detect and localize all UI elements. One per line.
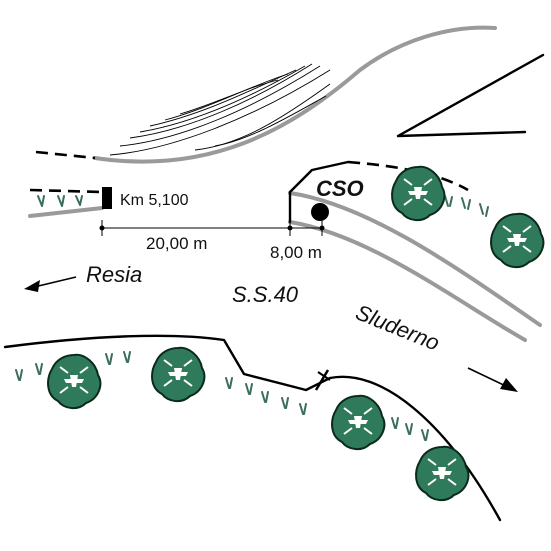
sluderno-label: Sluderno: [352, 299, 443, 355]
direction-arrow-icon: [24, 276, 77, 292]
shrub-icon: [151, 346, 206, 403]
km-post-icon: [102, 187, 112, 209]
distance-label-2: 8,00 m: [270, 243, 322, 262]
cso-corner-edge: [288, 160, 350, 224]
shrub-icon: [415, 445, 470, 502]
shrub-icon: [391, 165, 446, 222]
lower-bank-line: [3, 334, 502, 522]
grass-tuft-icon: [15, 195, 489, 441]
main-road-edge-upper: [288, 191, 542, 327]
dimension-line: [99, 220, 325, 236]
shrub-icon: [331, 394, 386, 451]
upper-road-edge: [93, 25, 497, 164]
shrub-icon: [490, 212, 545, 269]
junction-wedge: [396, 53, 545, 138]
resia-label: Resia: [86, 262, 142, 287]
bank-marker-icon: [314, 369, 331, 391]
km-marker-label: Km 5,100: [120, 192, 189, 209]
upper-road-dashed-edge: [35, 150, 96, 160]
road-label: S.S.40: [232, 282, 299, 307]
monitoring-station-icon: [311, 203, 329, 221]
direction-arrow-icon: [467, 367, 518, 392]
shrub-icon: [47, 353, 102, 410]
distance-label-1: 20,00 m: [146, 234, 207, 253]
left-road-dashed-edge: [29, 188, 103, 194]
left-road-edge: [28, 206, 104, 218]
embankment-hatching: [109, 63, 331, 156]
cso-label: CSO: [316, 176, 364, 201]
